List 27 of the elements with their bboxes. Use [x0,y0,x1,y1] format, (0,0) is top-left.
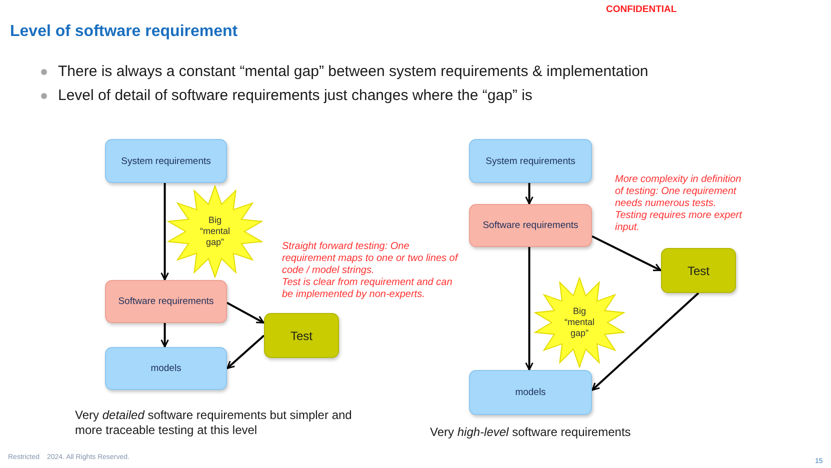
caption-text: Very high-level software requirements [430,425,631,440]
arrow [160,323,169,348]
arrow [525,183,534,204]
caption-text: Very detailed software requirements but simpler and more traceable testing at this level [75,408,353,438]
process-box: models [469,370,592,415]
arrow [591,292,700,391]
process-box: Test [264,313,339,358]
bullet-text: Level of detail of software requirements just changes where the “gap” is [58,87,532,105]
slide-title: Level of software requirement [10,23,238,41]
starburst-shape: Big “mental gap” [533,277,626,368]
process-box: Software requirements [105,280,227,323]
note-text: Test is clear from requirement and can be implemented by non-experts. [282,277,454,301]
process-box: Software requirements [469,204,592,247]
arrow [160,183,169,280]
process-box: System requirements [469,139,592,183]
process-box: System requirements [105,139,227,183]
process-box: models [105,347,227,390]
process-box: Test [661,248,736,293]
bullet-text: There is always a constant “mental gap” between system requirements & implementation [58,63,648,81]
arrow [226,302,264,324]
arrow [525,247,534,370]
starburst-shape: Big “mental gap” [166,185,264,278]
arrow [592,235,662,272]
note-text: Straight forward testing: One requirement maps to one or two lines of code / model strings. [282,241,460,277]
note-text: More complexity in definition of testing: One requirement needs numerous tests. Testing requires more expert input. [615,174,744,234]
classification-label: CONFIDENTIAL [606,4,677,15]
arrow [226,334,265,370]
